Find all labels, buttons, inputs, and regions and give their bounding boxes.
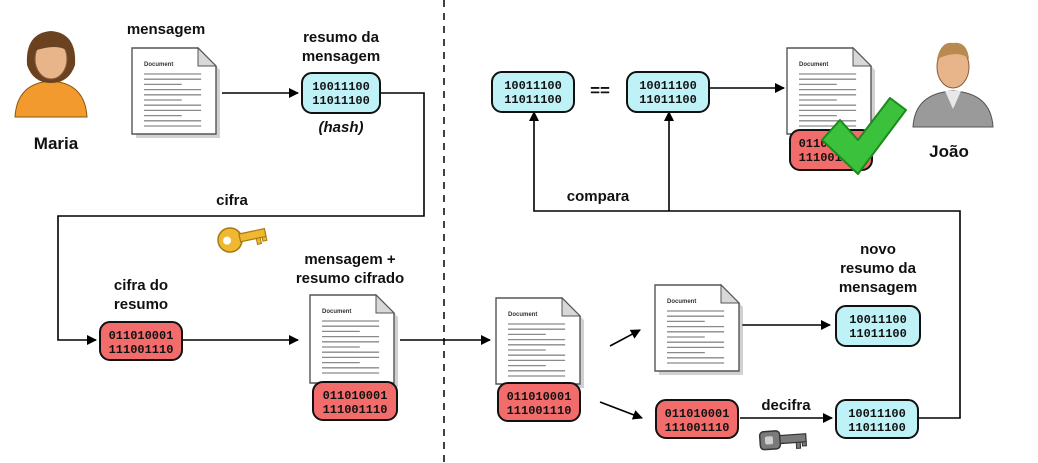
bit-string: 10011100: [504, 79, 562, 93]
checkmark-icon: [821, 97, 907, 175]
document-icon: Document: [309, 293, 398, 387]
bit-string: 10011100: [849, 313, 907, 327]
document-icon: Document: [786, 46, 875, 138]
bit-string: 10011100: [312, 80, 370, 94]
bit-string: 111001110: [109, 343, 174, 357]
document-title: Document: [667, 299, 696, 305]
person-female-icon: [14, 31, 88, 118]
bit-string: 10011100: [848, 407, 906, 421]
bit-string: 11011100: [639, 93, 697, 107]
bit-string: 111001110: [665, 421, 730, 435]
receiver-name: João: [929, 142, 969, 161]
label-decrypt: decifra: [761, 397, 811, 414]
gold-key-icon: [217, 227, 268, 253]
person-male-icon: [912, 42, 994, 128]
bit-string: 111001110: [507, 404, 572, 418]
bit-string: 10011100: [639, 79, 697, 93]
sender-name: Maria: [34, 134, 79, 153]
document-title: Document: [322, 309, 351, 315]
label-message: mensagem: [127, 21, 205, 38]
label-hash: (hash): [319, 119, 364, 136]
bit-string: 11011100: [849, 327, 907, 341]
bit-string: 11011100: [312, 94, 370, 108]
connectors: [57, 83, 961, 423]
label-compare: compara: [567, 188, 630, 205]
bit-string: 011010001: [507, 390, 572, 404]
label-encrypt: cifra: [216, 192, 248, 209]
document-title: Document: [508, 312, 537, 318]
bit-string: 111001110: [323, 403, 388, 417]
bit-string: 011010001: [109, 329, 174, 343]
bit-string: 11011100: [504, 93, 562, 107]
bit-string: 11011100: [848, 421, 906, 435]
document-title: Document: [799, 62, 828, 68]
document-title: Document: [144, 62, 173, 68]
path-digest-to-encrypt: [57, 92, 425, 345]
arrow-to-cipher-split: [599, 401, 643, 420]
arrow-to-doc-split: [609, 329, 641, 347]
bit-string: 011010001: [665, 407, 730, 421]
bit-string: 011010001: [323, 389, 388, 403]
path-decrypted-to-compare: [529, 111, 961, 419]
document-icon: Document: [495, 296, 584, 388]
label-message-plus-digest: mensagem +resumo cifrado: [296, 251, 404, 287]
label-equals: ==: [590, 81, 610, 100]
gray-key-icon: [758, 430, 808, 451]
document-icon: Document: [131, 46, 220, 138]
document-icon: Document: [654, 283, 743, 375]
